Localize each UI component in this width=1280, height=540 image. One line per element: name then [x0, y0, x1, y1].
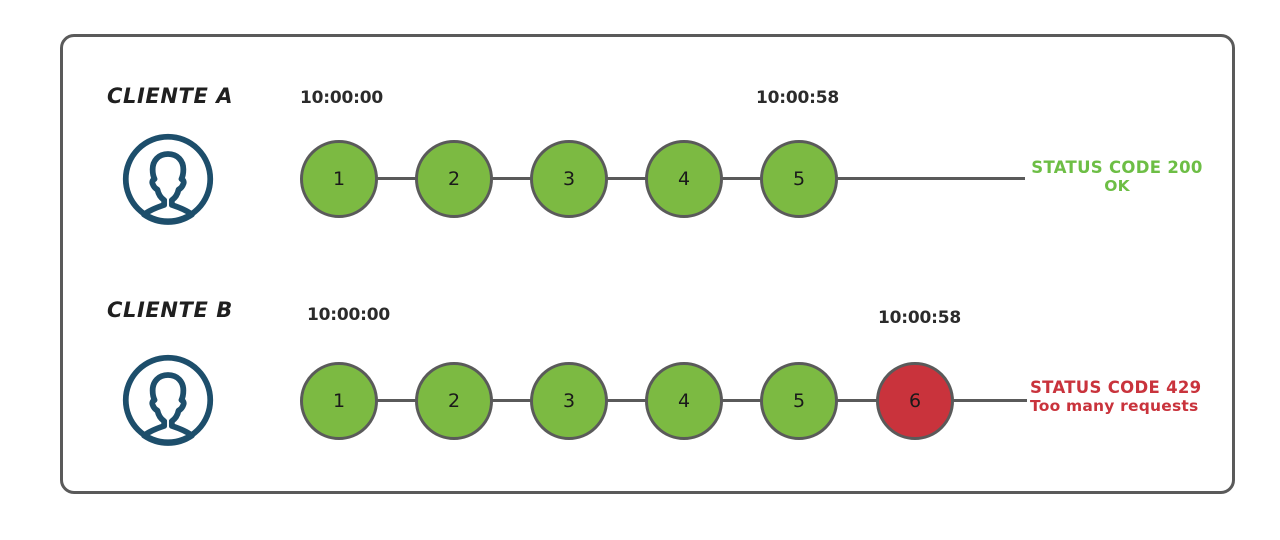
- client-label-b: CLIENTE B: [107, 298, 233, 322]
- status-message-a: STATUS CODE 200 OK: [1028, 158, 1206, 196]
- request-node-label: 1: [332, 390, 346, 412]
- request-node-label: 4: [677, 168, 691, 190]
- status-code-line-a: STATUS CODE 200: [1031, 158, 1203, 177]
- status-text-line-a: OK: [1104, 177, 1130, 196]
- connector-b-tail: [915, 399, 1027, 402]
- connector-b-5: [800, 399, 915, 402]
- request-node[interactable]: 5: [760, 362, 838, 440]
- connector-a-2: [455, 177, 570, 180]
- request-node[interactable]: 1: [300, 140, 378, 218]
- timestamp-start-b: 10:00:00: [307, 305, 390, 325]
- diagram-frame: [60, 34, 1235, 494]
- request-node[interactable]: 3: [530, 362, 608, 440]
- request-node-label: 3: [562, 390, 576, 412]
- connector-a-4: [685, 177, 800, 180]
- user-avatar-icon: [120, 352, 216, 448]
- request-node[interactable]: 4: [645, 140, 723, 218]
- connector-a-1: [339, 177, 455, 180]
- status-text-line-b: Too many requests: [1030, 397, 1199, 416]
- request-node[interactable]: 4: [645, 362, 723, 440]
- timestamp-start-a: 10:00:00: [300, 88, 383, 108]
- user-avatar-icon: [120, 131, 216, 227]
- client-label-a: CLIENTE A: [107, 84, 234, 108]
- request-node-label: 2: [447, 168, 461, 190]
- timestamp-end-a: 10:00:58: [756, 88, 839, 108]
- connector-b-4: [685, 399, 800, 402]
- request-node[interactable]: 1: [300, 362, 378, 440]
- connector-b-2: [455, 399, 570, 402]
- request-node-label: 6: [908, 390, 922, 412]
- request-node-label: 3: [562, 168, 576, 190]
- timestamp-end-b: 10:00:58: [878, 308, 961, 328]
- request-node[interactable]: 2: [415, 362, 493, 440]
- connector-b-3: [570, 399, 685, 402]
- request-node[interactable]: 2: [415, 140, 493, 218]
- connector-a-tail: [800, 177, 1025, 180]
- request-node-label: 1: [332, 168, 346, 190]
- connector-a-3: [570, 177, 685, 180]
- request-node-label: 5: [792, 390, 806, 412]
- request-node[interactable]: 3: [530, 140, 608, 218]
- request-node-label: 5: [792, 168, 806, 190]
- connector-b-1: [339, 399, 455, 402]
- status-message-b: STATUS CODE 429 Too many requests: [1030, 378, 1230, 416]
- request-node-label: 4: [677, 390, 691, 412]
- status-code-line-b: STATUS CODE 429: [1030, 378, 1202, 397]
- request-node-label: 2: [447, 390, 461, 412]
- request-node[interactable]: 5: [760, 140, 838, 218]
- request-node-rejected[interactable]: 6: [876, 362, 954, 440]
